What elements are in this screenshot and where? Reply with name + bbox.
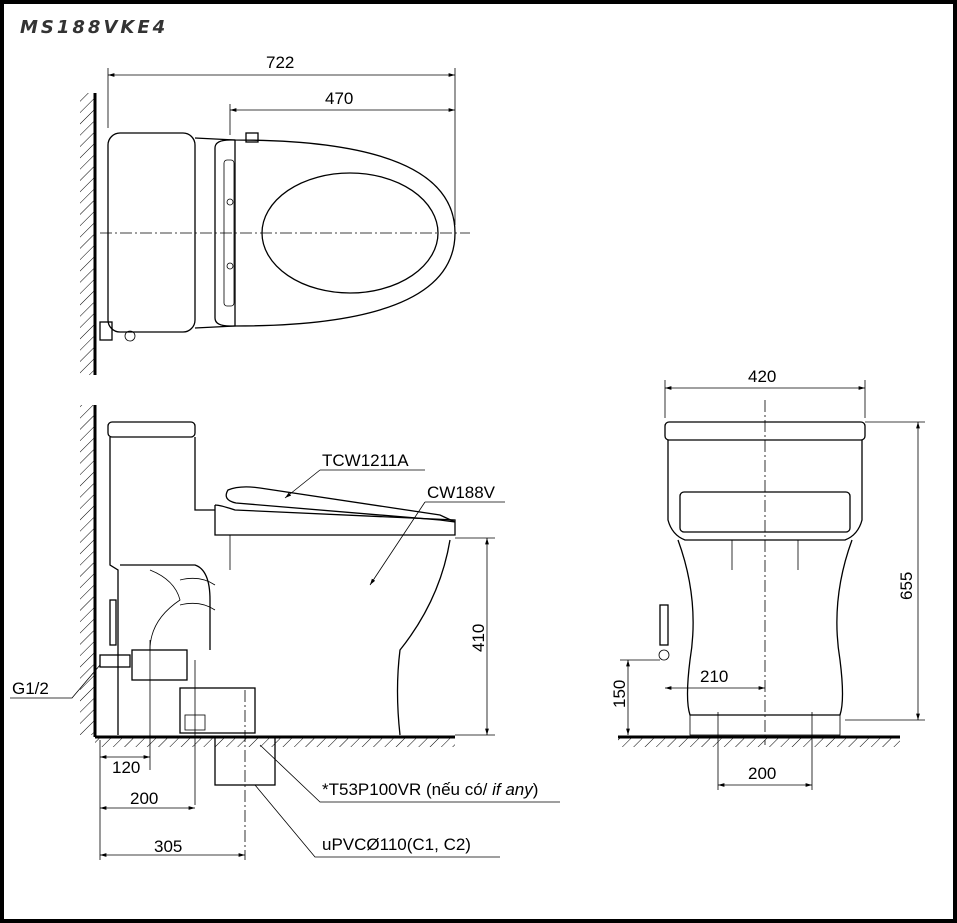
dim-420: 420 bbox=[748, 367, 776, 386]
inlet-label: G1/2 bbox=[12, 679, 49, 698]
front-view: 420 655 150 210 200 bbox=[610, 367, 925, 790]
dim-410: 410 bbox=[469, 624, 488, 652]
dim-200: 200 bbox=[130, 789, 158, 808]
model-title: MS188VKE4 bbox=[20, 17, 169, 38]
dim-655: 655 bbox=[897, 572, 916, 600]
seat-model-label: TCW1211A bbox=[322, 451, 409, 470]
dim-200-bolts: 200 bbox=[748, 764, 776, 783]
pipe-note: uPVCØ110(C1, C2) bbox=[322, 835, 471, 854]
dim-722: 722 bbox=[266, 53, 294, 72]
dim-150: 150 bbox=[610, 680, 629, 708]
dim-120: 120 bbox=[112, 758, 140, 777]
adapter-note: *T53P100VR (nếu có/ if any) bbox=[322, 780, 538, 799]
dim-210: 210 bbox=[700, 667, 728, 686]
dim-470: 470 bbox=[325, 89, 353, 108]
dim-305: 305 bbox=[154, 837, 182, 856]
bowl-model-label: CW188V bbox=[427, 483, 496, 502]
side-view: 120 200 305 410 TCW1211A CW188V G1/2 *T5… bbox=[10, 405, 560, 860]
top-view: 722 470 bbox=[80, 53, 470, 375]
